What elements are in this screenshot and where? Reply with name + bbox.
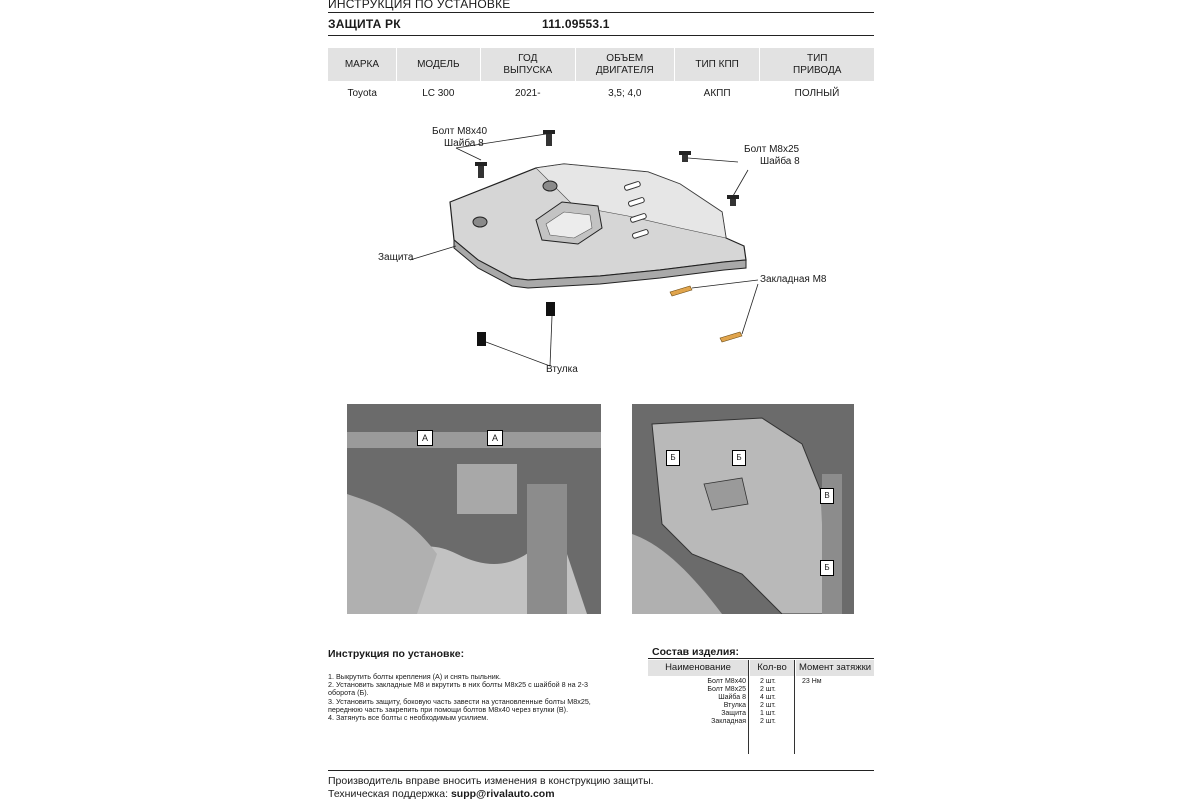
instructions-title: Инструкция по установке: <box>328 648 465 660</box>
bolt-m8x25-icon <box>679 151 739 206</box>
instruction-step: 3. Установить защиту, боковую часть заве… <box>328 696 591 706</box>
label-nut-insert: Закладная М8 <box>760 274 827 285</box>
component-qty: 2 шт. <box>760 718 776 725</box>
document-title: ИНСТРУКЦИЯ ПО УСТАНОВКЕ <box>328 0 511 11</box>
marker-b: Б <box>732 450 746 466</box>
instruction-step: 1. Выкрутить болты крепления (А) и снять… <box>328 672 501 681</box>
components-header-qty: Кол-во <box>750 660 794 676</box>
spec-header-cell: ОБЪЕМ ДВИГАТЕЛЯ <box>574 48 675 81</box>
instruction-step: 2. Установить закладные М8 и вкрутить в … <box>328 680 588 690</box>
nut-insert-icon <box>669 285 743 343</box>
instructions-list: 1. Выкрутить болты крепления (А) и снять… <box>328 672 638 723</box>
marker-b: Б <box>820 560 834 576</box>
component-name: Болт М8х25 <box>707 686 746 693</box>
components-col-line <box>794 660 795 754</box>
spec-cell-year: 2021- <box>514 87 541 99</box>
spec-cell-brand: Toyota <box>347 87 377 99</box>
label-bolt-m8x25: Болт М8х25 <box>744 144 800 155</box>
marker-v: В <box>820 488 834 504</box>
spec-table-header: МАРКА МОДЕЛЬ ГОД ВЫПУСКА ОБЪЕМ ДВИГАТЕЛЯ… <box>328 48 874 81</box>
leader-lines <box>409 133 759 367</box>
spec-cell-model: LC 300 <box>422 87 455 99</box>
component-name: Защита <box>721 710 746 717</box>
document-subtitle: ЗАЩИТА РК <box>328 17 401 31</box>
label-guard: Защита <box>378 252 414 263</box>
spec-header-cell: ТИП ПРИВОДА <box>759 48 874 81</box>
marker-b: Б <box>666 450 680 466</box>
components-divider <box>648 658 874 659</box>
parts-diagram <box>409 130 759 367</box>
footer-notice: Производитель вправе вносить изменения в… <box>328 775 654 787</box>
instruction-step: оборота (Б). <box>328 688 369 698</box>
bushing-icon <box>477 302 555 346</box>
components-col-line <box>748 660 749 754</box>
instruction-step: переднюю часть закрепить при помощи болт… <box>328 704 569 714</box>
component-name: Втулка <box>723 702 746 709</box>
spec-header-text: ОБЪЕМ ДВИГАТЕЛЯ <box>595 52 654 76</box>
component-name: Шайба 8 <box>718 694 746 701</box>
guard-plate <box>449 163 747 289</box>
vehicle-spec-table: МАРКА МОДЕЛЬ ГОД ВЫПУСКА ОБЪЕМ ДВИГАТЕЛЯ… <box>328 48 874 105</box>
component-qty: 4 шт. <box>760 694 776 701</box>
spec-cell-drive: ПОЛНЫЙ <box>794 87 840 99</box>
instruction-step: 4. Затянуть все болты с необходимым усил… <box>328 713 489 723</box>
spec-header-cell: ТИП КПП <box>673 48 760 81</box>
spec-table-row: Toyota LC 300 2021- 3,5; 4,0 АКПП ПОЛНЫЙ <box>328 81 874 105</box>
spec-cell-gearbox: АКПП <box>703 87 731 99</box>
footer-divider <box>328 770 874 771</box>
marker-a: А <box>417 430 433 446</box>
spec-header-text: ГОД ВЫПУСКА <box>503 52 553 76</box>
spec-cell-engine: 3,5; 4,0 <box>608 87 642 99</box>
article-number: 111.09553.1 <box>542 17 610 31</box>
component-qty: 2 шт. <box>760 686 776 693</box>
bolt-m8x40-icon <box>475 130 555 178</box>
component-name: Закладная <box>711 718 746 725</box>
spec-header-cell: МОДЕЛЬ <box>395 48 481 81</box>
components-title: Состав изделия: <box>652 646 739 658</box>
support-email-link[interactable]: supp@rivalauto.com <box>450 788 555 800</box>
spec-header-cell: МАРКА <box>328 48 397 81</box>
component-qty: 2 шт. <box>760 678 776 685</box>
components-header-torque: Момент затяжки <box>796 660 874 676</box>
photo-after-installation: Б Б В Б <box>632 404 854 614</box>
component-torque: 23 Нм <box>802 678 822 685</box>
label-washer-right: Шайба 8 <box>760 156 800 167</box>
header-divider <box>328 12 874 13</box>
label-bolt-m8x40: Болт М8х40 <box>432 126 488 137</box>
support-label: Техническая поддержка: <box>328 788 449 800</box>
header-divider <box>328 35 874 36</box>
components-header-name: Наименование <box>648 660 748 676</box>
spec-header-cell: ГОД ВЫПУСКА <box>479 48 576 81</box>
spec-header-text: ТИП ПРИВОДА <box>793 52 842 76</box>
label-washer-left: Шайба 8 <box>444 138 484 149</box>
label-bushing: Втулка <box>546 364 578 375</box>
footer-support: Техническая поддержка: supp@rivalauto.co… <box>328 788 555 800</box>
component-qty: 1 шт. <box>760 710 776 717</box>
marker-a: А <box>487 430 503 446</box>
component-qty: 2 шт. <box>760 702 776 709</box>
photo-before-installation: А А <box>347 404 601 614</box>
component-name: Болт М8х40 <box>707 678 746 685</box>
